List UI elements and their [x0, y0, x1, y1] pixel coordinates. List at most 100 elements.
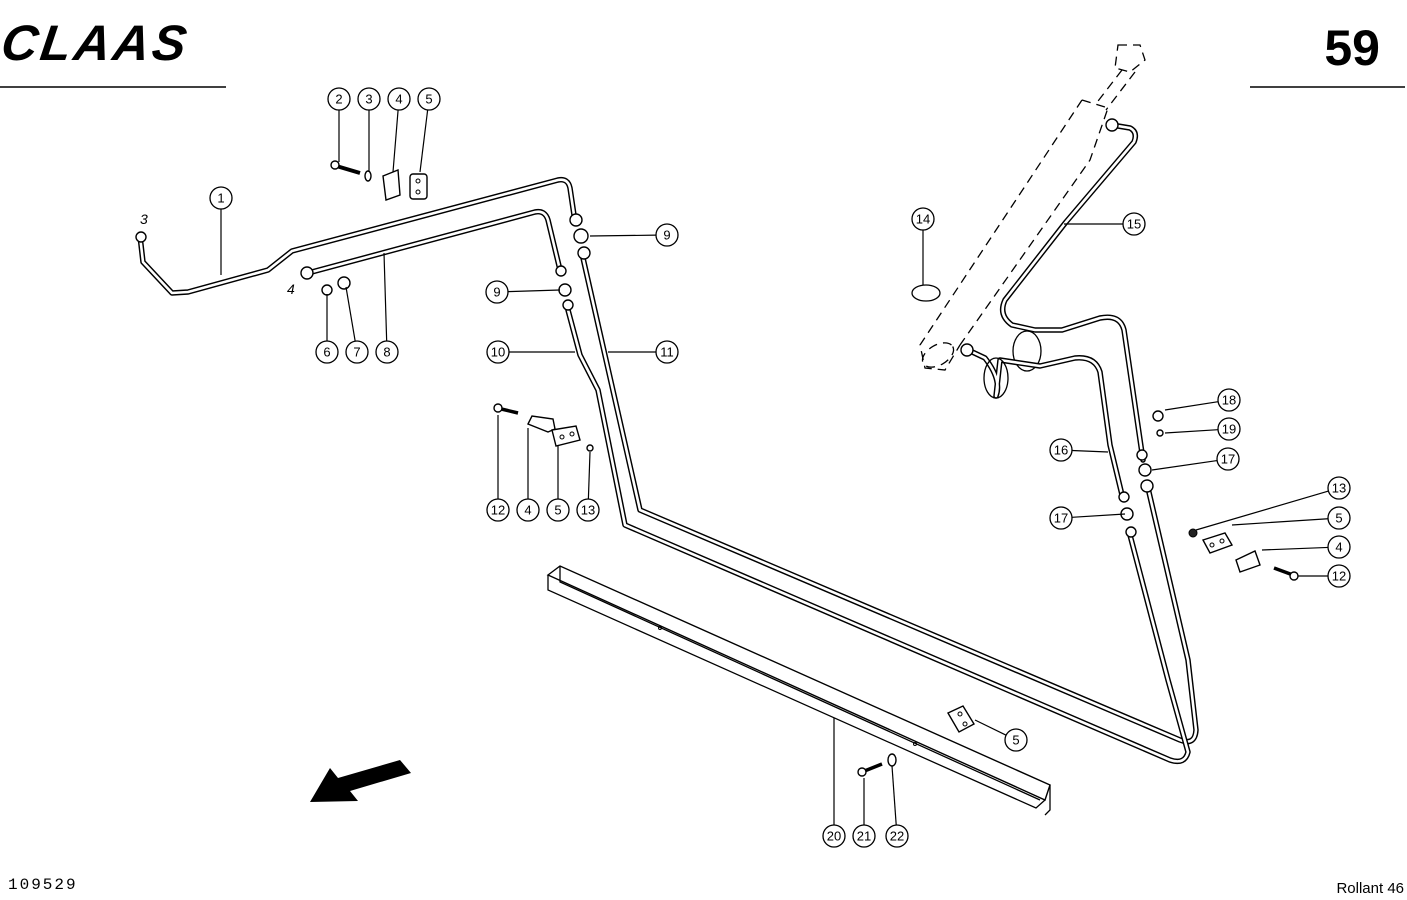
callout-leader	[1071, 513, 1126, 518]
callout-circle	[315, 340, 339, 364]
callout-circle	[1004, 728, 1028, 752]
callout-leader	[1151, 459, 1218, 471]
callout-leader	[383, 252, 388, 342]
callout-label: 12	[1332, 569, 1346, 584]
callout-leader	[1261, 546, 1329, 551]
drawing-number: 109529	[8, 876, 78, 894]
callout-15: 15	[1064, 212, 1146, 236]
pipe-end-mark-3: 3	[140, 211, 148, 227]
clamp-middle	[493, 403, 581, 447]
clamp-lower	[947, 705, 975, 733]
callout-label: 6	[323, 345, 330, 360]
callout-label: 5	[554, 503, 561, 518]
washer-19	[1156, 429, 1164, 437]
callout-circle	[486, 340, 510, 364]
clamp-block-5	[551, 425, 581, 447]
callout-16: 16	[1049, 438, 1109, 462]
callout-label: 9	[663, 228, 670, 243]
callout-21: 21	[852, 778, 876, 848]
clamp-plate-4	[527, 415, 556, 433]
hydraulic-cylinder	[919, 44, 1146, 371]
callout-circle	[387, 87, 411, 111]
pipe-8	[305, 208, 563, 276]
callout-label: 10	[491, 345, 505, 360]
callout-5: 5	[546, 446, 570, 522]
callout-12: 12	[486, 415, 510, 522]
clamp-block-5	[947, 705, 975, 733]
pipe-end-mark-4: 4	[287, 281, 295, 297]
callout-label: 5	[1335, 511, 1342, 526]
callout-circle	[357, 87, 381, 111]
callout-leader	[974, 719, 1007, 736]
callout-10: 10	[486, 340, 575, 364]
callout-circle	[486, 498, 510, 522]
clamp-block-5	[409, 173, 428, 200]
direction-arrow	[310, 760, 411, 802]
callout-circle	[852, 824, 876, 848]
callout-5: 5	[417, 87, 441, 173]
nut-13	[1188, 528, 1198, 538]
callout-label: 13	[1332, 481, 1346, 496]
callout-label: 19	[1222, 422, 1236, 437]
callout-circle	[1049, 506, 1073, 530]
callout-circle	[1122, 212, 1146, 236]
callout-2: 2	[327, 87, 351, 162]
model-name: Rollant 46	[1336, 880, 1404, 897]
callout-19: 19	[1164, 417, 1241, 441]
callout-leader	[589, 234, 657, 237]
union-nut	[558, 283, 572, 297]
callout-8: 8	[375, 252, 399, 364]
callout-label: 8	[383, 345, 390, 360]
callout-label: 11	[660, 345, 674, 360]
header: CLAAS 59	[0, 15, 1405, 88]
callout-leader	[587, 451, 591, 500]
callout-circle	[655, 223, 679, 247]
callout-13: 13	[576, 451, 600, 522]
callout-label: 18	[1222, 393, 1236, 408]
callout-5: 5	[974, 719, 1028, 752]
bolt-2-head	[330, 160, 340, 170]
pipe-16	[965, 347, 1125, 498]
union-nut	[1105, 118, 1119, 132]
callout-leader	[392, 109, 399, 173]
clamp-plate-4	[382, 168, 401, 201]
callout-circle	[485, 280, 509, 304]
callout-1: 1	[209, 186, 233, 275]
callout-leader	[1071, 449, 1109, 453]
callout-label: 17	[1054, 511, 1068, 526]
union-nut	[562, 299, 574, 311]
pipe-end-fitting	[135, 231, 147, 243]
callout-circle	[911, 207, 935, 231]
union-nut	[1138, 463, 1152, 477]
callout-circle	[546, 498, 570, 522]
callout-11: 11	[608, 340, 679, 364]
union-nut	[1118, 491, 1130, 503]
union-nut	[573, 228, 589, 244]
callout-label: 4	[524, 503, 531, 518]
support-channel	[546, 565, 1051, 816]
union-nut	[1125, 526, 1137, 538]
callout-circle	[375, 340, 399, 364]
callout-4: 4	[1261, 535, 1351, 559]
nut-6	[321, 284, 333, 296]
callout-circle	[1217, 388, 1241, 412]
callout-7: 7	[345, 286, 369, 364]
callout-circle	[417, 87, 441, 111]
union-nut	[1140, 479, 1154, 493]
union-nut	[569, 213, 583, 227]
callout-label: 15	[1127, 217, 1141, 232]
callout-label: 22	[890, 829, 904, 844]
brand-logo: CLAAS	[0, 15, 193, 71]
callout-circle	[327, 87, 351, 111]
callout-label: 9	[493, 285, 500, 300]
pipe-11	[580, 255, 1199, 745]
callout-label: 20	[827, 829, 841, 844]
callout-circle	[1327, 476, 1351, 500]
clamp-right	[1201, 532, 1299, 581]
callout-label: 21	[857, 829, 871, 844]
washer-3	[364, 170, 372, 182]
callout-label: 7	[353, 345, 360, 360]
clamp-block-5	[1201, 532, 1234, 554]
